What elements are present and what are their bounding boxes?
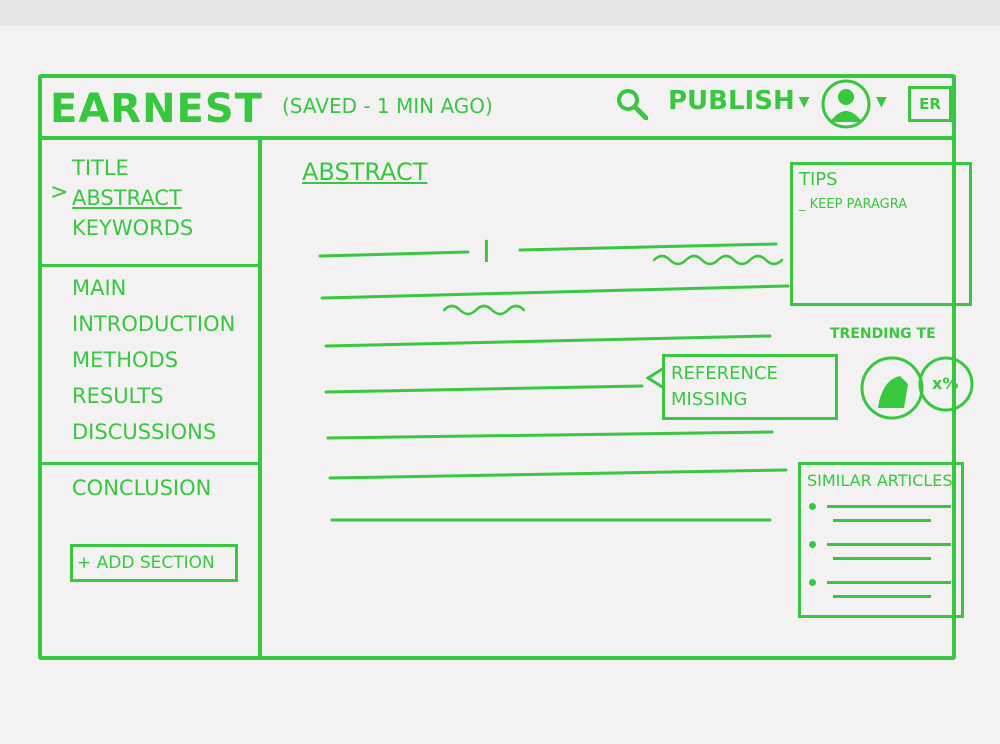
active-section-marker: > [50, 180, 69, 205]
article-title-placeholder [833, 519, 931, 522]
article-title-placeholder [833, 595, 931, 598]
reference-missing-callout[interactable]: REFERENCE MISSING [662, 354, 838, 420]
sidebar-item-methods[interactable]: METHODS [72, 348, 179, 372]
similar-article-item[interactable] [805, 501, 955, 531]
sidebar-item-introduction[interactable]: INTRODUCTION [72, 312, 236, 336]
search-icon[interactable] [616, 88, 648, 120]
tip-item: _ KEEP PARAGRA [799, 197, 908, 212]
callout-line-2: MISSING [671, 389, 748, 410]
callout-pointer-icon [646, 366, 664, 390]
tips-panel: TIPS _ KEEP PARAGRA [790, 162, 972, 306]
article-title-placeholder [827, 543, 951, 546]
sidebar-item-conclusion[interactable]: CONCLUSION [72, 476, 212, 500]
account-menu-chevron-icon[interactable]: ▼ [876, 94, 887, 110]
sidebar-item-discussions[interactable]: DISCUSSIONS [72, 420, 217, 444]
publish-label: PUBLISH [668, 86, 795, 116]
editor-area[interactable]: ABSTRACT I TIPS _ KEEP PARAGRA [264, 140, 974, 656]
app-window: EARNEST (SAVED - 1 MIN AGO) PUBLISH▼ ▼ E… [38, 74, 974, 660]
section-heading: ABSTRACT [302, 158, 428, 186]
chevron-down-icon: ▼ [798, 93, 810, 110]
publish-button[interactable]: PUBLISH▼ [668, 86, 810, 116]
abstract-text-lines[interactable]: I [264, 140, 956, 656]
app-logo: EARNEST [50, 86, 263, 132]
similar-articles-list [801, 501, 961, 611]
article-title-placeholder [833, 557, 931, 560]
article-title-placeholder [827, 505, 951, 508]
top-bar: EARNEST (SAVED - 1 MIN AGO) PUBLISH▼ ▼ E… [42, 78, 952, 140]
tips-title: TIPS [799, 169, 838, 190]
similar-articles-panel: SIMILAR ARTICLES [798, 462, 964, 618]
bullet-icon [809, 579, 816, 586]
user-avatar-icon[interactable] [820, 78, 872, 130]
sidebar-item-keywords[interactable]: KEYWORDS [72, 216, 194, 240]
sidebar-item-title[interactable]: TITLE [72, 156, 129, 180]
bullet-icon [809, 541, 816, 548]
trending-label: TRENDING TE [830, 326, 936, 342]
article-title-placeholder [827, 581, 951, 584]
add-section-button[interactable]: + ADD SECTION [70, 544, 238, 582]
section-navigation: > TITLE ABSTRACT KEYWORDS MAIN INTRODUCTION… [42, 140, 262, 656]
sidebar-divider [42, 264, 258, 267]
similar-article-item[interactable] [805, 577, 955, 607]
text-cursor: I [482, 235, 491, 270]
sidebar-item-results[interactable]: RESULTS [72, 384, 164, 408]
sidebar-item-main[interactable]: MAIN [72, 276, 127, 300]
similar-article-item[interactable] [805, 539, 955, 569]
sidebar-item-abstract[interactable]: ABSTRACT [72, 186, 182, 210]
bullet-icon [809, 503, 816, 510]
callout-line-1: REFERENCE [671, 363, 778, 384]
trending-topics-icons[interactable] [860, 352, 976, 422]
similar-articles-title: SIMILAR ARTICLES [807, 471, 953, 490]
sidebar-divider [42, 462, 258, 465]
trending-percent: x% [932, 374, 959, 393]
save-status: (SAVED - 1 MIN AGO) [282, 94, 493, 118]
er-logo-icon[interactable]: ER [908, 86, 952, 122]
paper-edge [0, 0, 1000, 26]
